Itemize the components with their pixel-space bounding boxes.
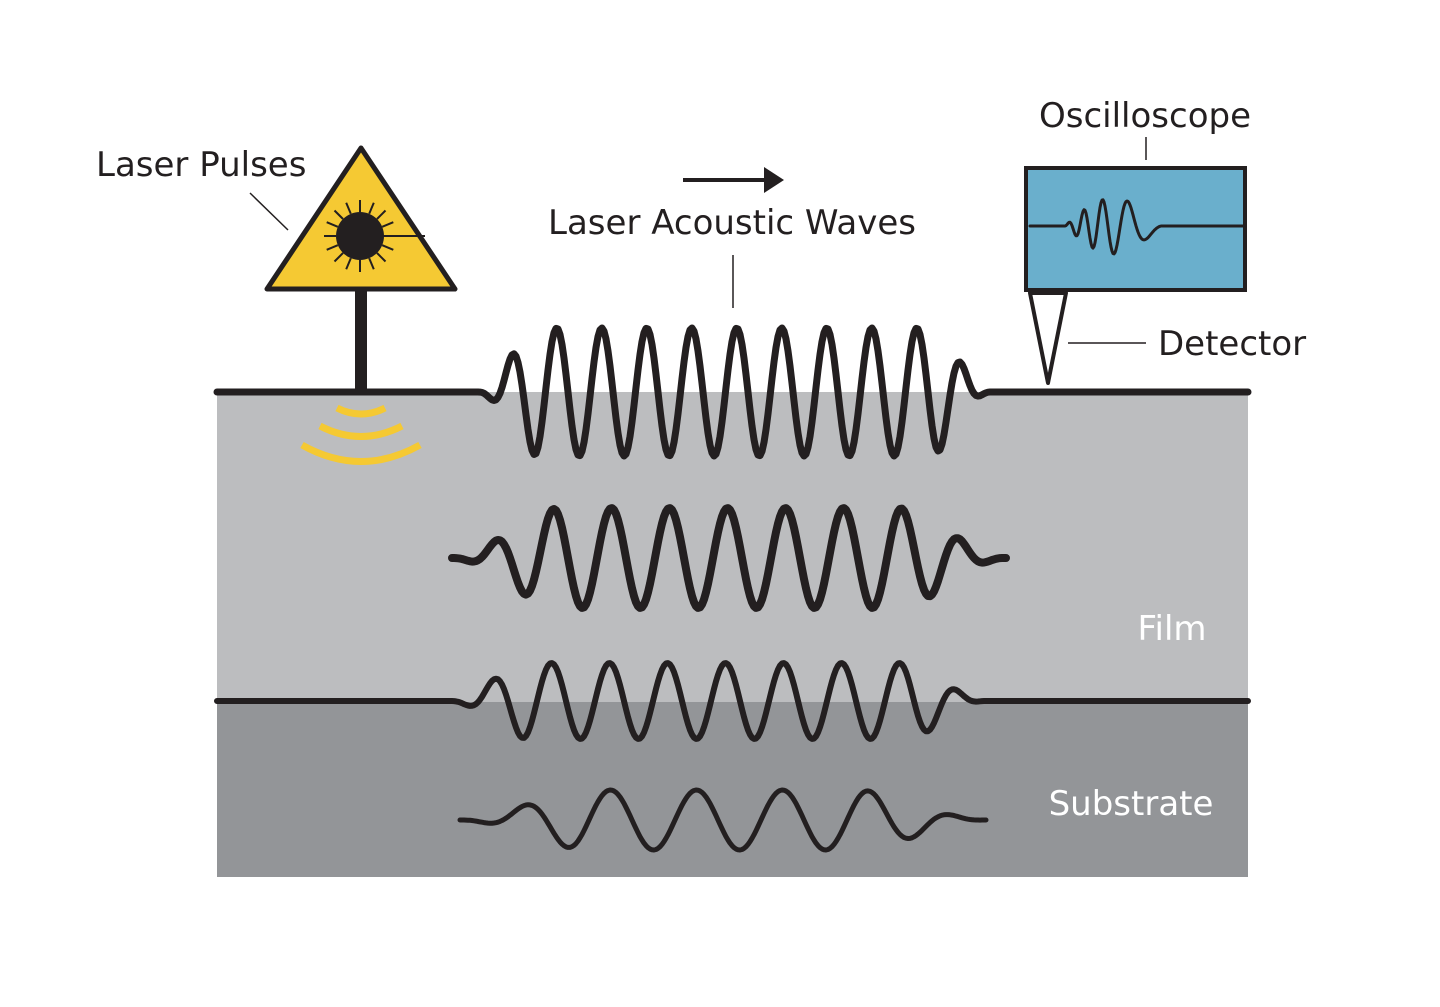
oscilloscope-icon	[1024, 166, 1247, 292]
laser-burst-ray	[381, 244, 394, 251]
laser-burst-ray	[333, 252, 344, 263]
film-label: Film	[1137, 609, 1206, 649]
detector-probe-icon	[1028, 291, 1068, 385]
film-bulk-wave	[448, 504, 1010, 612]
laser-burst-ray	[326, 221, 339, 228]
laser-warning-icon	[264, 145, 458, 392]
laser-burst-ray	[345, 202, 352, 215]
laser-burst-ray	[368, 202, 375, 215]
laser-burst-ray	[326, 244, 339, 251]
laser-burst-ray	[368, 257, 375, 270]
laser-pulses-leader	[249, 192, 289, 231]
laser-burst-ray	[333, 209, 344, 220]
film-layer	[217, 392, 1248, 702]
laser-burst-ray	[381, 221, 394, 228]
substrate-label: Substrate	[1049, 784, 1214, 824]
laser-burst-ray	[345, 257, 352, 270]
oscilloscope-label: Oscilloscope	[1039, 96, 1251, 136]
arrow-right-icon	[683, 167, 784, 193]
substrate-bulk-wave	[457, 787, 989, 853]
laser-acoustic-waves-label: Laser Acoustic Waves	[548, 203, 916, 243]
laser-burst-ray	[376, 209, 387, 220]
detector-label: Detector	[1158, 324, 1306, 364]
laser-burst-ray	[376, 252, 387, 263]
film-substrate-interface-wave	[214, 660, 1251, 742]
film-surface-wave	[213, 324, 1252, 460]
laser-pole	[355, 286, 367, 392]
laser-pulses-label: Laser Pulses	[96, 145, 306, 185]
laser-emission-icon	[300, 404, 422, 465]
oscilloscope-trace	[1028, 198, 1245, 256]
